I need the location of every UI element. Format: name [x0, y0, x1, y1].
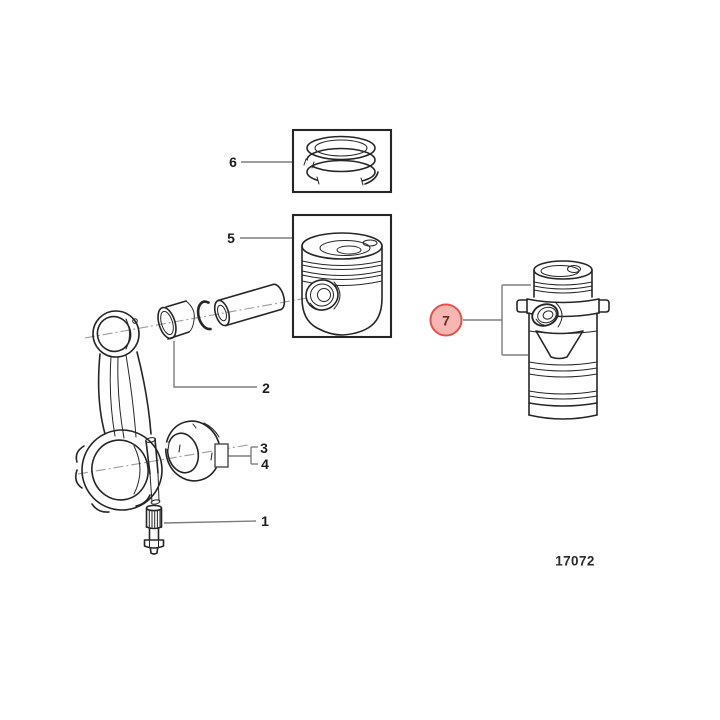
- liner-flange: [516, 298, 610, 318]
- cylinder-liner-drawing: [516, 260, 610, 420]
- bracket-3-4: [228, 446, 258, 465]
- rod-big-end: [75, 429, 163, 513]
- big-end-center-axis: [77, 444, 249, 475]
- pin-kit-drawing: [157, 283, 286, 340]
- circlip: [196, 300, 212, 331]
- connecting-rod-drawing: [75, 310, 163, 513]
- small-end-bushing: [157, 300, 195, 340]
- piston-rings-drawing: [302, 135, 379, 187]
- callout-label-4[interactable]: 4: [261, 456, 269, 472]
- piston-crown: [301, 232, 383, 260]
- callout-label-5[interactable]: 5: [227, 230, 235, 246]
- callout-label-2[interactable]: 2: [262, 380, 270, 396]
- piston-drawing: [301, 232, 383, 336]
- rod-shank: [97, 353, 106, 435]
- leader-2: [173, 341, 257, 388]
- box-frame-5: [291, 213, 393, 339]
- leader-lines: [163, 161, 531, 524]
- liner-piston-pin: [531, 302, 563, 328]
- rod-small-end: [92, 310, 140, 358]
- callout-label-3[interactable]: 3: [260, 440, 268, 456]
- shell-pair-bracket-box: [214, 443, 229, 468]
- callout-badge-7[interactable]: 7: [429, 303, 463, 337]
- liner-piston-crown: [533, 260, 593, 298]
- liner-piston-skirt: [535, 330, 584, 360]
- piston-pin-bore: [305, 279, 341, 311]
- figure-number: 17072: [555, 553, 595, 569]
- pin-center-axis: [84, 295, 319, 339]
- piston-pin: [213, 283, 286, 327]
- piston-box: [291, 213, 393, 339]
- liner-body: [528, 312, 598, 420]
- rod-bolt-drawing: [143, 504, 165, 555]
- leader-1: [163, 520, 257, 524]
- bearing-shells-drawing: [163, 420, 229, 482]
- bracket-7: [463, 284, 531, 356]
- piston-rings-box: [291, 128, 393, 194]
- callout-label-1[interactable]: 1: [261, 513, 269, 529]
- callout-label-6[interactable]: 6: [229, 154, 237, 170]
- piston-skirt: [301, 245, 383, 336]
- box-frame-6: [291, 128, 393, 194]
